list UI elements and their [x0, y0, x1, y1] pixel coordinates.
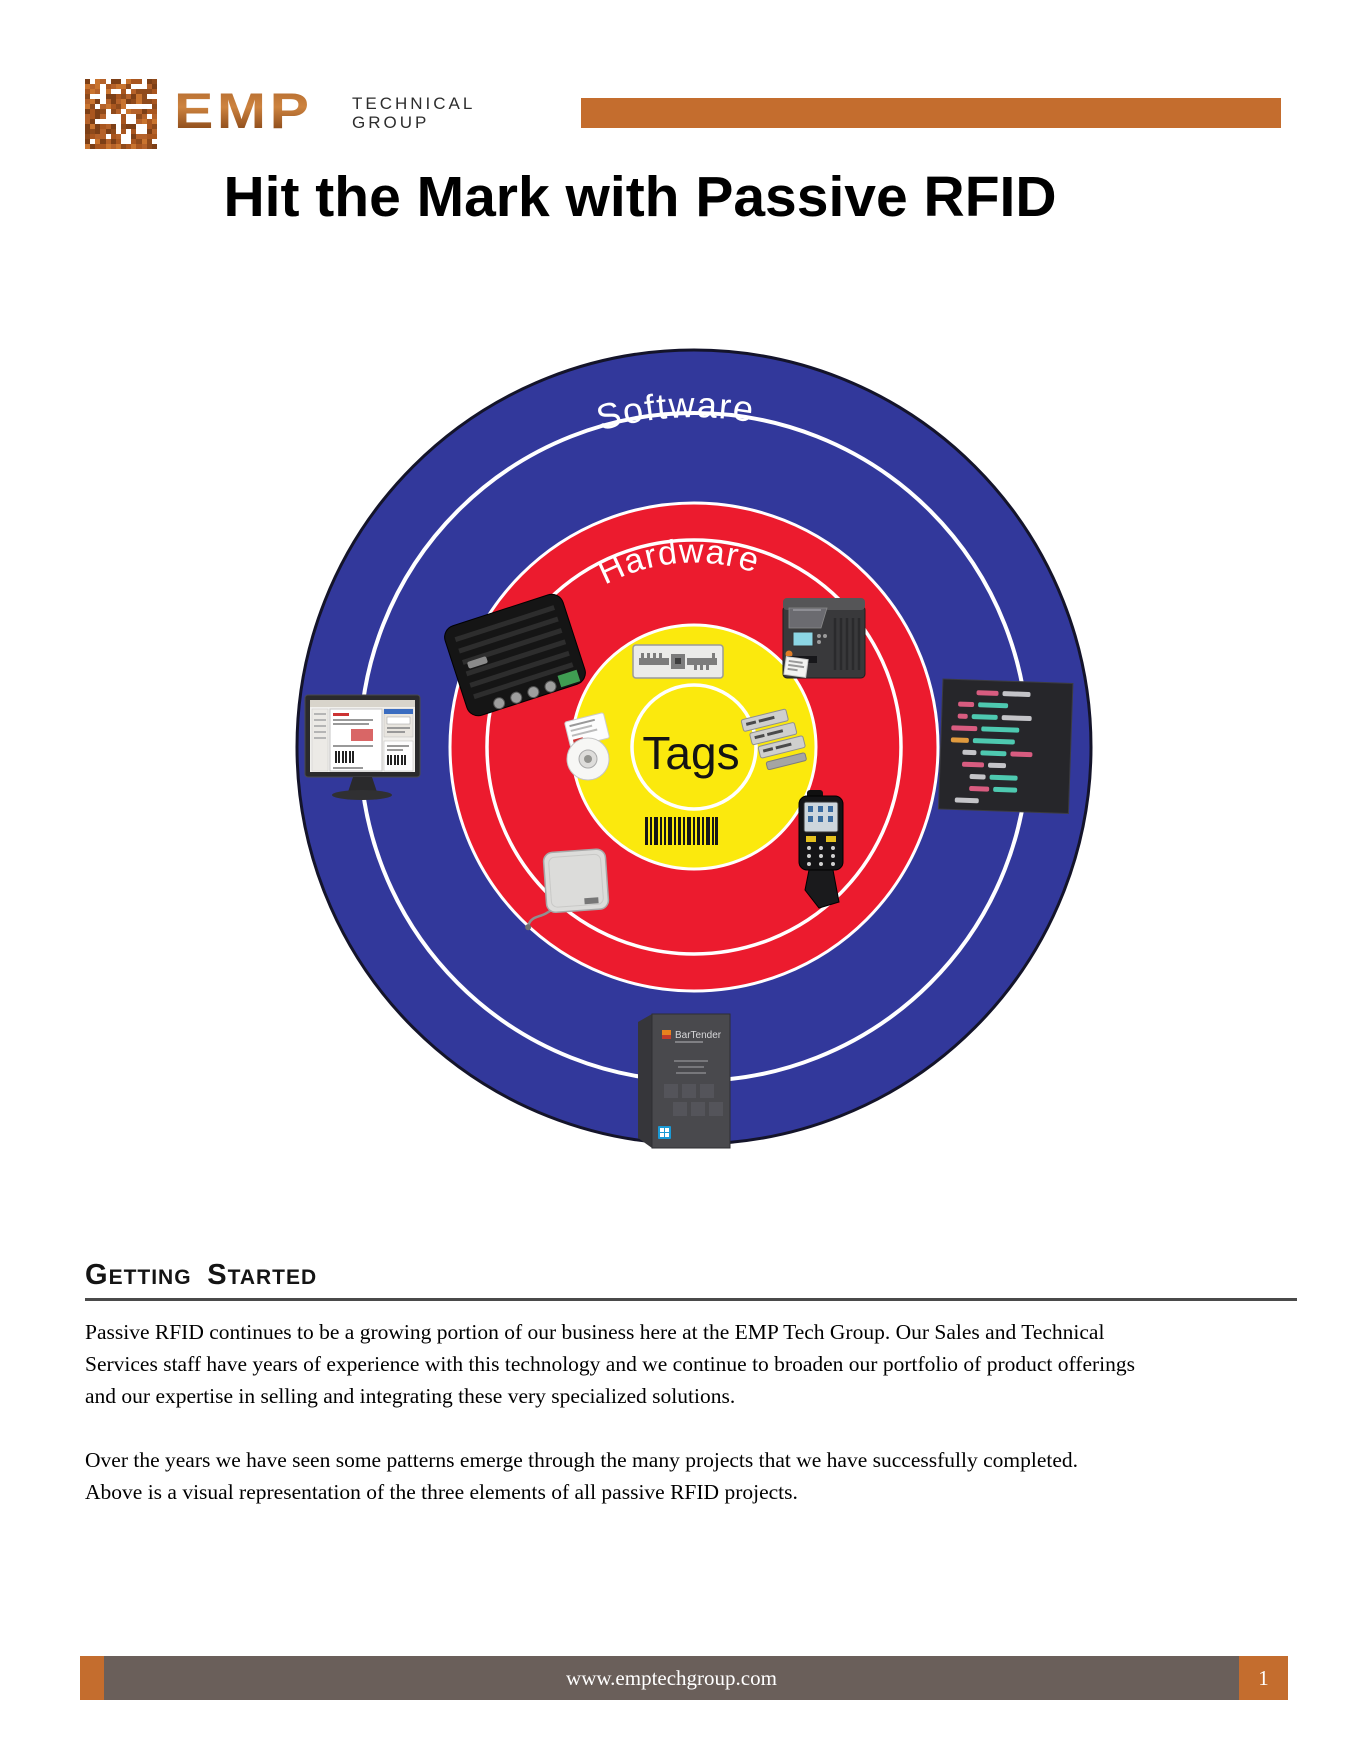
bartender-box-label: BarTender	[675, 1030, 722, 1041]
paragraph-line: Over the years we have seen some pattern…	[85, 1448, 1079, 1472]
paragraph-1: Passive RFID continues to be a growing p…	[85, 1316, 1297, 1412]
software-code-screen-image	[937, 678, 1074, 814]
rfid-inlay-tag-image	[632, 644, 724, 679]
page-number: 1	[1258, 1665, 1269, 1690]
logo-subtitle-line1: TECHNICAL	[352, 94, 476, 113]
heading-rule	[85, 1298, 1297, 1301]
fixed-rfid-reader-image	[444, 593, 586, 717]
bartender-software-box-image: BarTender	[638, 1013, 731, 1149]
emp-logo-text: EMP	[174, 83, 313, 139]
paragraph-line: Services staff have years of experience …	[85, 1352, 1135, 1376]
section-heading: Getting Started	[85, 1260, 1297, 1293]
label-software-monitor-image	[304, 694, 421, 800]
qr-code-logo	[85, 79, 157, 149]
footer-accent-left	[80, 1656, 104, 1700]
footer-page-number-block: 1	[1239, 1656, 1288, 1700]
heading-word-1: Getting	[85, 1259, 192, 1291]
label-roll-image	[564, 712, 610, 781]
logo-subtitle-line2: GROUP	[352, 113, 430, 132]
logo-subtitle: TECHNICAL GROUP	[352, 94, 475, 132]
ring-label-tags: Tags	[642, 727, 739, 779]
page-title: Hit the Mark with Passive RFID	[223, 165, 1057, 229]
metal-rfid-tags-image	[740, 708, 807, 771]
getting-started-section: Getting Started Passive RFID continues t…	[85, 1260, 1297, 1508]
footer: www.emptechgroup.com 1	[80, 1656, 1288, 1700]
industrial-rfid-printer-image	[782, 598, 866, 679]
footer-url: www.emptechgroup.com	[566, 1665, 777, 1690]
rfid-target-diagram: Software Hardware Tags	[295, 348, 1093, 1149]
handheld-rfid-reader-image	[798, 790, 844, 909]
paragraph-line: and our expertise in selling and integra…	[85, 1384, 736, 1408]
heading-word-2: Started	[207, 1259, 318, 1291]
header-accent-bar	[581, 98, 1281, 128]
barcode-image	[645, 817, 718, 845]
paragraph-line: Passive RFID continues to be a growing p…	[85, 1320, 1105, 1344]
footer-bar: www.emptechgroup.com	[104, 1656, 1239, 1700]
rfid-antenna-panel-image	[525, 848, 610, 931]
paragraph-line: Above is a visual representation of the …	[85, 1480, 798, 1504]
paragraph-2: Over the years we have seen some pattern…	[85, 1444, 1297, 1508]
